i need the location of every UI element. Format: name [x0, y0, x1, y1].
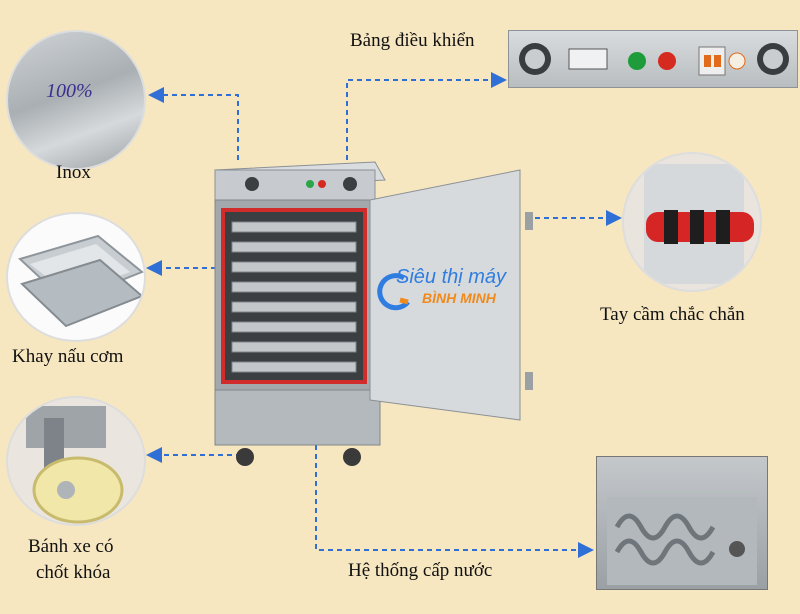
control-panel-photo — [508, 30, 798, 88]
inox-label: Inox — [56, 162, 91, 183]
wheel-label-line2: chốt khóa — [36, 562, 111, 583]
wheel-photo — [6, 396, 146, 526]
arrow-water — [315, 445, 594, 558]
water-label: Hệ thống cấp nước — [348, 560, 493, 581]
steamer-cabinet — [214, 161, 533, 466]
wheel-label-line1: Bánh xe có — [28, 536, 114, 557]
control-panel-label: Bảng điều khiển — [350, 30, 475, 51]
watermark-line2: BÌNH MINH — [422, 290, 496, 306]
watermark-logo: Siêu thị máy BÌNH MINH — [374, 266, 514, 326]
watermark-line1: Siêu thị máy — [396, 266, 507, 288]
tray-label: Khay nấu cơm — [12, 346, 124, 367]
handle-photo — [622, 152, 762, 292]
inox-photo: 100% — [6, 30, 146, 170]
water-system-photo — [596, 456, 768, 590]
handle-label: Tay cầm chắc chắn — [600, 304, 745, 325]
arrow-control-panel — [346, 72, 507, 160]
inox-badge: 100% — [46, 80, 93, 102]
arrow-inox — [148, 87, 239, 160]
tray-photo — [6, 212, 146, 342]
